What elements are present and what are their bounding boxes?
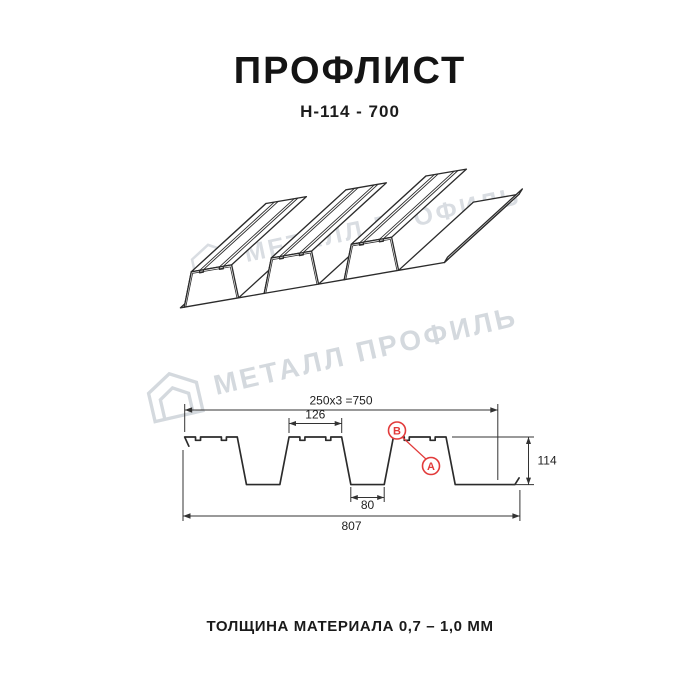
dim-module: 250x3 =750 [184, 394, 499, 480]
rib-front-cut-face [343, 236, 400, 281]
rib-top-groove-line [279, 188, 355, 257]
callout-a-label: А [427, 461, 435, 473]
callout-a-circle [421, 456, 441, 476]
page-title: ПРОФЛИСТ [233, 50, 467, 92]
rib-top-groove-line [283, 187, 359, 257]
metall-profil-logo-icon [146, 371, 205, 424]
rib-cut-thickness-line [185, 266, 238, 307]
callout-b-label: В [393, 426, 401, 438]
rib-top-groove-line [382, 170, 459, 240]
rib-top-groove-line [302, 183, 379, 253]
rib-top-groove-line [222, 197, 299, 267]
dim-height: 114 [452, 436, 557, 486]
rib-front-cut-face [263, 250, 320, 295]
sheet-edge-fold [443, 188, 524, 264]
dim-bottom-gap: 80 [350, 487, 385, 512]
profile-model: Н-114 - 700 [300, 102, 400, 121]
watermark-lower: МЕТАЛЛ ПРОФИЛЬ [140, 291, 523, 427]
rib-top-groove-line [299, 184, 375, 254]
rib-top-groove-line [379, 170, 455, 240]
rib-top-groove-line [359, 174, 435, 244]
rib-cut-thickness-line [265, 252, 318, 294]
dim-total-width-label: 807 [341, 519, 361, 533]
dim-module-label: 250x3 =750 [309, 394, 372, 408]
dim-top-flange: 126 [288, 408, 343, 433]
rib-cut-thickness-line [345, 238, 398, 280]
section-profile-path [183, 436, 520, 486]
rib-top-groove-line [199, 201, 275, 271]
rib-front-cut-face [183, 264, 240, 308]
rib-top-groove-line [203, 201, 279, 271]
section-view: 250x3 =750 126 114 [182, 394, 557, 533]
rib-top-groove-line [219, 198, 295, 268]
rib-top-groove-line [363, 173, 439, 243]
header: ПРОФЛИСТ Н-114 - 700 [0, 50, 700, 122]
iso-view [179, 168, 524, 309]
dim-height-label: 114 [538, 454, 557, 468]
material-thickness-caption: ТОЛЩИНА МАТЕРИАЛА 0,7 – 1,0 ММ [206, 618, 494, 635]
callout-b-circle [387, 421, 407, 440]
callout-leader-line [400, 435, 428, 461]
callouts: В А [387, 421, 441, 476]
dim-bottom-gap-label: 80 [361, 498, 375, 512]
dim-total-width: 807 [182, 450, 521, 533]
dim-top-flange-label: 126 [305, 408, 325, 422]
